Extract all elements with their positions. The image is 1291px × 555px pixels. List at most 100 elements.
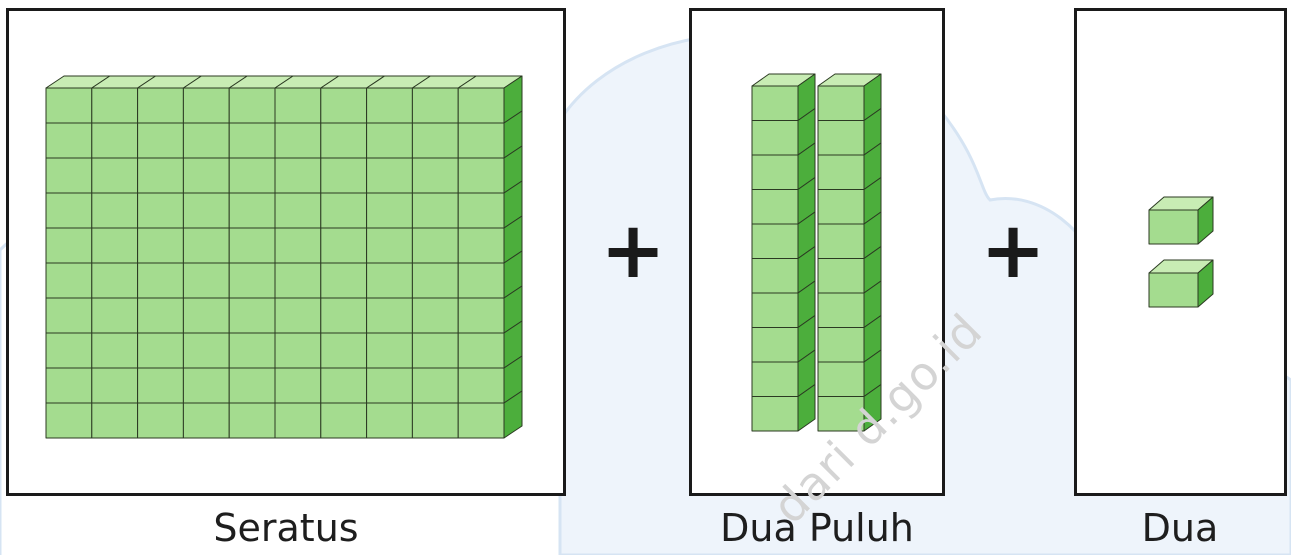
tens-rod-2-unit-front (817, 154, 865, 190)
hundreds-unit-front (366, 332, 413, 369)
hundreds-unit-front (274, 157, 322, 194)
hundreds-unit-front (457, 122, 505, 159)
hundreds-unit-front (91, 332, 139, 369)
hundreds-unit-front (411, 367, 459, 404)
hundreds-unit-front (274, 367, 322, 404)
hundreds-unit-front (274, 192, 322, 229)
hundreds-unit-front (182, 262, 230, 299)
hundreds-unit-front (182, 367, 230, 404)
hundreds-unit-front (411, 297, 459, 334)
hundreds-unit-front (366, 402, 413, 439)
ones-cube-1-side (1197, 196, 1214, 245)
tens-rod-2-unit-front (817, 223, 865, 259)
hundreds-unit-front (91, 367, 139, 404)
tens-rod-1-unit-front (751, 292, 799, 328)
hundreds-unit-front (274, 332, 322, 369)
hundreds-unit-front (182, 87, 230, 124)
hundreds-unit-front (366, 367, 413, 404)
hundreds-unit-front (91, 227, 139, 264)
hundreds-unit-front (274, 227, 322, 264)
hundreds-unit-front (228, 192, 276, 229)
hundreds-unit-front (274, 87, 322, 124)
tens-rod-1-unit-front (751, 85, 799, 121)
tens-rod-1-unit-front (751, 396, 799, 432)
hundreds-unit-front (320, 87, 368, 124)
hundreds-unit-front (411, 157, 459, 194)
hundreds-unit-front (228, 262, 276, 299)
tens-rod-1-unit-front (751, 154, 799, 190)
hundreds-unit-front (320, 332, 368, 369)
hundreds-unit-front (320, 262, 368, 299)
hundreds-unit-front (91, 192, 139, 229)
hundreds-unit-front (366, 262, 413, 299)
hundreds-unit-front (457, 332, 505, 369)
hundreds-unit-front (182, 332, 230, 369)
hundreds-unit-front (320, 297, 368, 334)
hundreds-unit-front (320, 367, 368, 404)
hundreds-unit-front (137, 402, 184, 439)
hundreds-unit-front (45, 157, 93, 194)
hundreds-unit-front (137, 297, 184, 334)
hundreds-unit-front (45, 227, 93, 264)
hundreds-unit-front (182, 192, 230, 229)
hundreds-unit-front (91, 402, 139, 439)
ones-cube-1-front (1148, 209, 1199, 245)
tens-panel (689, 8, 945, 496)
hundreds-unit-front (366, 157, 413, 194)
hundreds-unit-front (274, 402, 322, 439)
hundreds-unit-front (137, 87, 184, 124)
hundreds-unit-front (91, 262, 139, 299)
hundreds-unit-front (228, 157, 276, 194)
tens-rod-1-unit-front (751, 361, 799, 397)
hundreds-unit-front (137, 332, 184, 369)
hundreds-unit-front (411, 262, 459, 299)
hundreds-unit-front (411, 402, 459, 439)
hundreds-unit-front (137, 227, 184, 264)
hundreds-unit-front (228, 297, 276, 334)
hundreds-unit-front (182, 402, 230, 439)
hundreds-unit-front (411, 87, 459, 124)
hundreds-unit-front (228, 87, 276, 124)
hundreds-unit-front (274, 122, 322, 159)
hundreds-unit-front (457, 157, 505, 194)
hundreds-unit-front (274, 262, 322, 299)
hundreds-unit-front (228, 227, 276, 264)
hundreds-unit-front (182, 297, 230, 334)
hundreds-unit-front (91, 157, 139, 194)
hundreds-unit-front (45, 367, 93, 404)
hundreds-unit-front (45, 122, 93, 159)
tens-rod-2-unit-front (817, 258, 865, 294)
hundreds-unit-front (366, 87, 413, 124)
tens-rod-1-unit-front (751, 223, 799, 259)
tens-rod-2-unit-front (817, 85, 865, 121)
hundreds-unit-front (320, 227, 368, 264)
tens-rod-2-unit-front (817, 361, 865, 397)
hundreds-unit-front (45, 297, 93, 334)
hundreds-unit-front (457, 262, 505, 299)
hundreds-unit-front (411, 192, 459, 229)
hundreds-unit-front (366, 227, 413, 264)
hundreds-unit-front (320, 122, 368, 159)
hundreds-unit-front (457, 297, 505, 334)
hundreds-unit-front (457, 192, 505, 229)
hundreds-unit-front (137, 122, 184, 159)
hundreds-unit-front (228, 122, 276, 159)
hundreds-unit-front (366, 122, 413, 159)
hundreds-unit-front (411, 227, 459, 264)
hundreds-unit-front (182, 122, 230, 159)
hundreds-unit-front (411, 122, 459, 159)
plus-sign-2: + (980, 206, 1046, 296)
hundreds-unit-front (137, 367, 184, 404)
hundreds-unit-front (137, 192, 184, 229)
hundreds-unit-front (320, 192, 368, 229)
hundreds-unit-front (411, 332, 459, 369)
label-tens: Dua Puluh (720, 506, 914, 550)
hundreds-unit-front (228, 367, 276, 404)
label-hundreds: Seratus (213, 506, 359, 550)
hundreds-unit-front (366, 192, 413, 229)
hundreds-unit-front (45, 402, 93, 439)
tens-rod-2-unit-front (817, 292, 865, 328)
tens-rod-1-unit-side (797, 384, 816, 432)
hundreds-unit-front (137, 157, 184, 194)
tens-rod-2-unit-front (817, 189, 865, 225)
